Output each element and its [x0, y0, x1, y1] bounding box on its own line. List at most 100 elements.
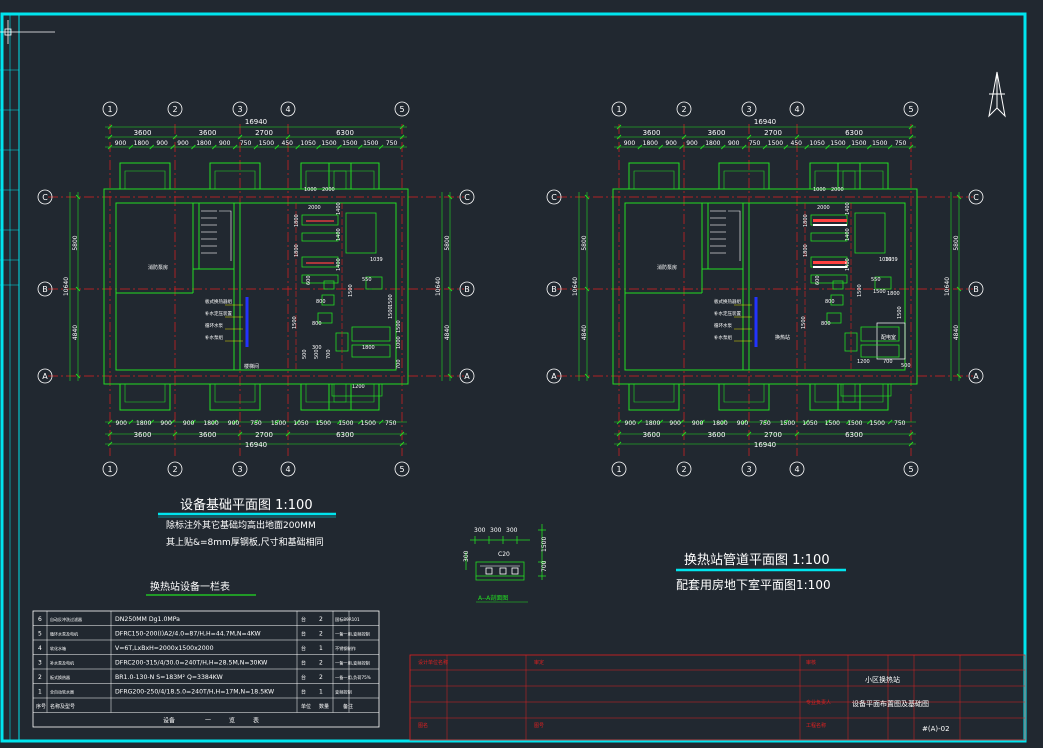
inner-wall	[115, 202, 397, 371]
table-header: 单位	[301, 703, 311, 710]
axis-bubble	[741, 461, 757, 477]
dim-minor: 750	[894, 420, 906, 427]
table-header: 序号	[36, 703, 46, 710]
axis-label: B	[551, 285, 557, 294]
dim-tick	[170, 419, 175, 425]
axis-bubble	[37, 368, 53, 384]
dim-tick	[149, 144, 155, 150]
axis-label: 5	[908, 465, 913, 474]
light-well-bottom-inner	[333, 384, 375, 403]
inner-dim: 1800	[294, 214, 300, 227]
inner-dim: 1800	[803, 244, 809, 257]
section-mark	[331, 383, 383, 397]
dim-minor: 750	[895, 140, 907, 147]
light-well-bottom-inner	[842, 384, 884, 403]
axis-bubble	[280, 461, 296, 477]
dim-minor: 450	[282, 140, 294, 147]
light-well-top-inner	[723, 170, 765, 189]
light-well-bottom-inner	[124, 384, 166, 403]
section-dims: 300 300 300 1500 300 C20 700	[463, 527, 548, 572]
side-lower: 4840	[444, 325, 451, 340]
dim-minor: 1050	[810, 140, 825, 147]
dim-minor: 900	[692, 420, 704, 427]
table-caption: 设备	[163, 717, 175, 725]
side-upper: 5800	[581, 235, 588, 250]
dim-major: 3600	[643, 129, 661, 137]
table-cell-name: 自动反冲洗过滤器	[50, 616, 82, 622]
table-cell-note: 一备一用,负荷75%	[335, 674, 371, 681]
left-plan-note2: 其上贴&=8mm厚钢板,尺寸和基础相同	[166, 536, 324, 548]
axis-bubble	[546, 368, 562, 384]
axis-label: C	[464, 193, 470, 202]
equipment-foundation	[301, 232, 339, 242]
axis-bubble	[546, 189, 562, 205]
light-well-top	[809, 162, 861, 189]
svg-text:C20: C20	[498, 551, 510, 558]
svg-text:1500: 1500	[541, 537, 548, 552]
axis-label: 1	[107, 105, 112, 114]
inner-wall	[624, 202, 906, 371]
dim-tick	[295, 419, 301, 425]
axis-label: A	[464, 372, 470, 381]
dim-tick	[128, 419, 134, 425]
light-well-top-inner	[124, 170, 166, 189]
svg-text:700: 700	[541, 560, 548, 572]
dim-tick	[378, 144, 384, 150]
dim-tick	[399, 144, 405, 150]
dim-tick	[170, 144, 175, 150]
dim-tick	[616, 431, 622, 437]
dim-tick	[75, 373, 81, 379]
dim-tick	[616, 419, 622, 425]
light-well-bottom	[209, 384, 261, 411]
side-total: 10640	[944, 277, 951, 296]
dim-major: 3600	[643, 431, 661, 439]
dim-tick	[285, 431, 291, 437]
axis-bubble	[968, 189, 984, 205]
axis-bubble	[37, 189, 53, 205]
dim-tick	[399, 124, 405, 130]
dim-tick	[399, 134, 405, 140]
dim-tick	[172, 431, 178, 437]
dim-total: 16940	[245, 118, 267, 126]
dim-minor: 750	[759, 420, 771, 427]
title-label: 专业负责人	[806, 699, 831, 706]
dim-tick	[720, 144, 726, 150]
equipment-foundation	[365, 276, 383, 290]
axis-label: 4	[794, 465, 799, 474]
svg-text:300: 300	[506, 527, 518, 534]
inner-dim: 1500	[292, 316, 298, 329]
dim-minor: 1500	[870, 420, 885, 427]
dim-minor: 1500	[872, 140, 887, 147]
inner-dim: 1400	[336, 202, 342, 215]
dim-tick	[211, 419, 217, 425]
table-cell-unit: 台	[301, 660, 306, 667]
dim-tick	[584, 194, 590, 200]
inner-dim: 1039	[879, 257, 892, 263]
title-label: 设计单位名称	[418, 659, 448, 666]
inner-dim: 1400	[845, 202, 851, 215]
dim-major: 3600	[708, 129, 726, 137]
right-plan-subtitle: 配套用房地下室平面图1:100	[676, 577, 831, 592]
title-label: 审核	[806, 659, 816, 666]
axis-bubble	[676, 101, 692, 117]
side-upper: 5800	[444, 235, 451, 250]
axis-label: 5	[399, 465, 404, 474]
dim-major: 3600	[708, 431, 726, 439]
axis-label: B	[464, 285, 470, 294]
dim-minor: 1500	[768, 140, 783, 147]
light-well-top	[628, 162, 680, 189]
dim-major: 3600	[199, 129, 217, 137]
inner-dim-extra: 1200	[857, 359, 870, 365]
dim-tick	[253, 144, 259, 150]
table-cell-name: 补水泵及电机	[50, 660, 74, 666]
project-name: 小区换热站	[865, 675, 900, 684]
axis-bubble	[611, 101, 627, 117]
svg-text:300: 300	[463, 550, 470, 562]
stair-rail	[728, 210, 741, 261]
dim-tick	[720, 419, 726, 425]
inner-dim: 1500	[388, 294, 394, 307]
equipment-label: 板式换热器组	[205, 298, 232, 305]
outer-frame	[0, 12, 1027, 743]
